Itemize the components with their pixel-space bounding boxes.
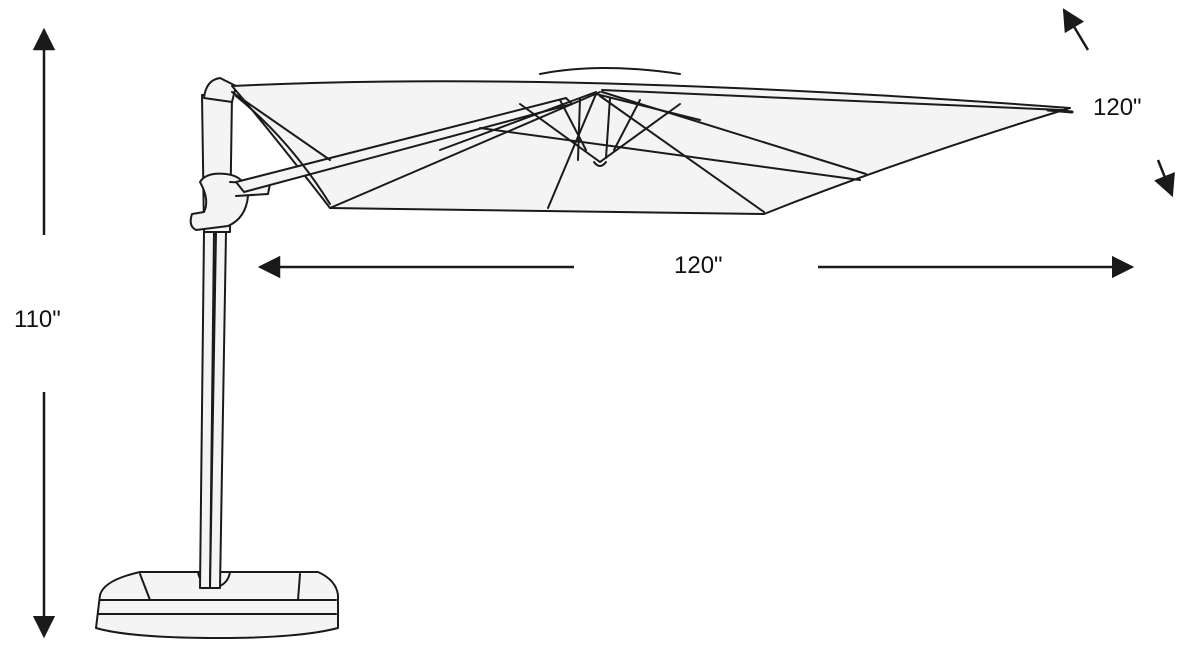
depth-dimension-label: 120": [1093, 94, 1142, 121]
umbrella-base: [95, 571, 339, 639]
width-dimension-label: 120": [674, 252, 723, 279]
umbrella-canopy: [231, 67, 1074, 215]
height-dimension-label: 110": [14, 306, 61, 333]
cantilever-umbrella-icon: [95, 67, 1074, 639]
umbrella-arm-top: [203, 77, 237, 103]
umbrella-pole: [199, 94, 233, 589]
umbrella-ribs: [231, 89, 1063, 213]
depth-dimension-arrow: [1062, 8, 1175, 198]
